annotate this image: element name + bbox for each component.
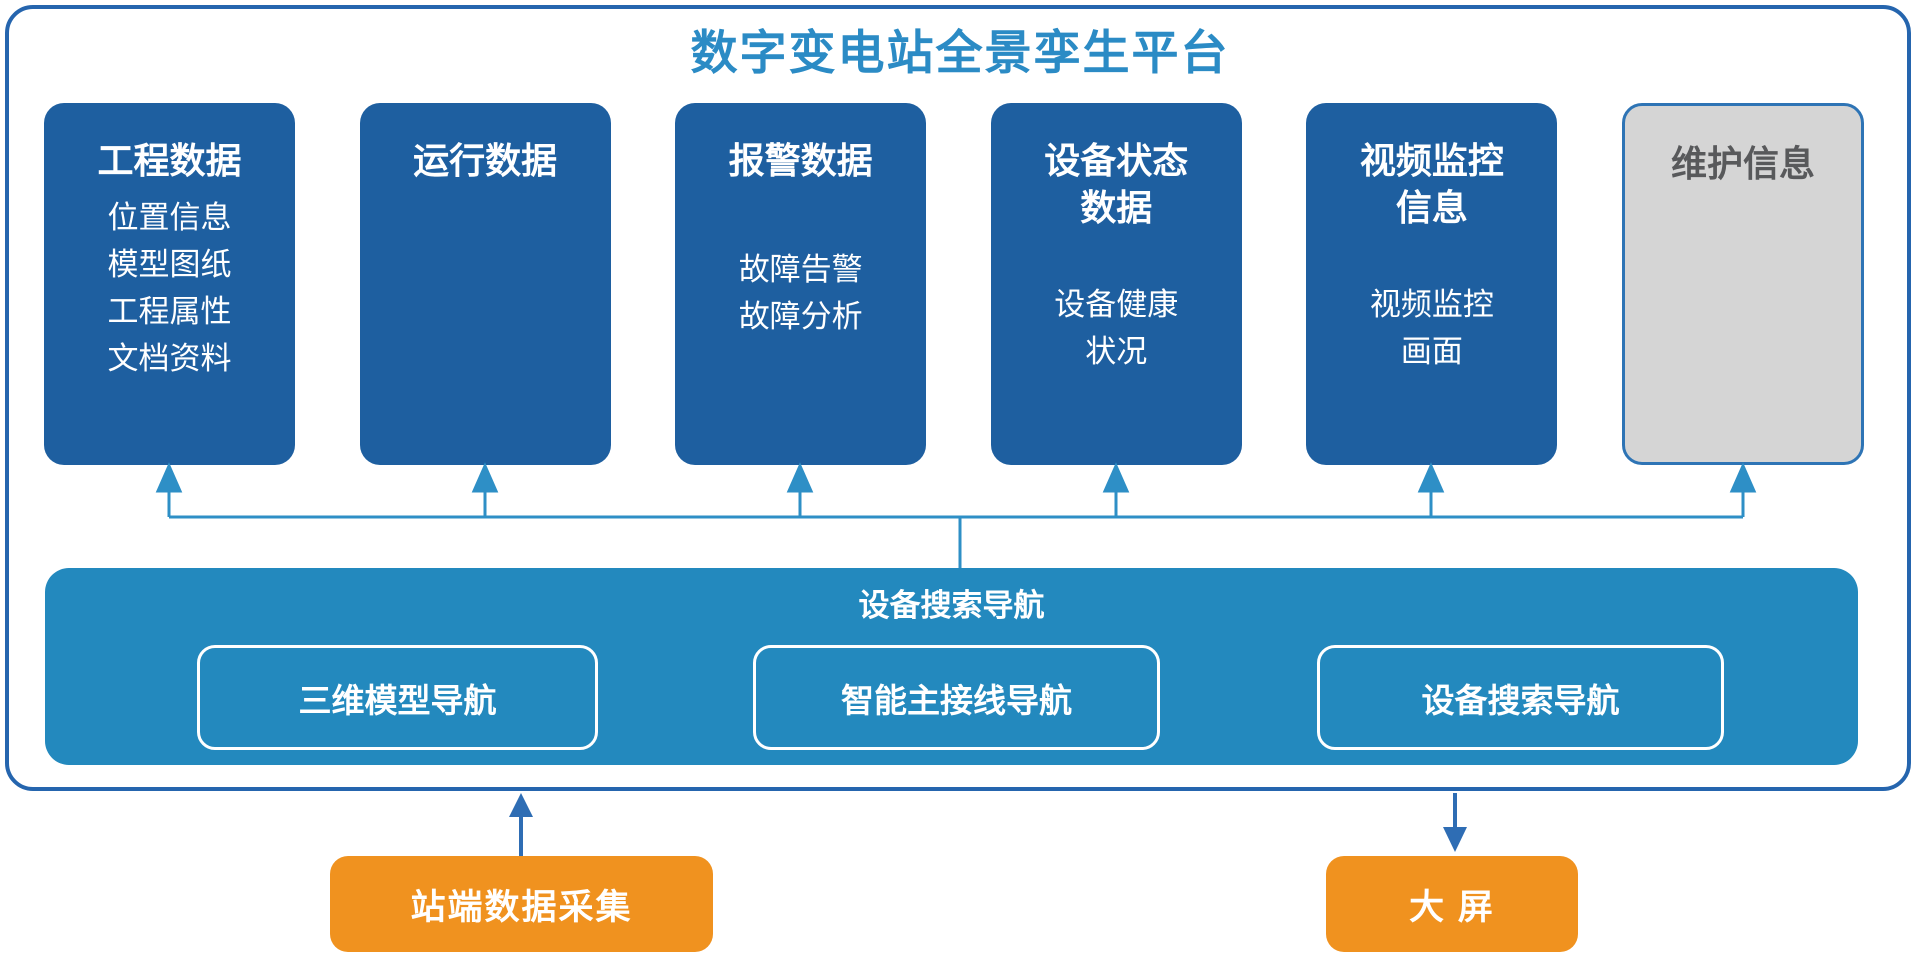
- upload-arrow-icon: [509, 793, 533, 856]
- card-title-line: 维护信息: [1670, 143, 1815, 184]
- download-arrow-icon: [1443, 793, 1467, 852]
- card-alarm-data: 报警数据 故障告警 故障分析: [675, 103, 927, 465]
- card-title: 工程数据: [97, 137, 241, 184]
- card-body: 位置信息 模型图纸 工程属性 文档资料: [108, 194, 232, 382]
- card-title-line: 数据: [1080, 187, 1153, 228]
- card-body: 故障告警 故障分析: [739, 246, 863, 340]
- card-operation-data: 运行数据: [359, 103, 611, 465]
- station-data-collection-box: 站端数据采集: [330, 856, 713, 952]
- card-body-line: 设备健康: [1054, 287, 1179, 322]
- nav-bar-title: 设备搜索导航: [858, 588, 1045, 623]
- card-body-line: 状况: [1085, 334, 1148, 369]
- nav-button-3d-model: 三维模型导航: [197, 645, 598, 750]
- card-body: 设备健康 状况: [1054, 281, 1178, 375]
- card-body-line: 位置信息: [107, 200, 232, 235]
- big-screen-box: 大 屏: [1326, 856, 1578, 952]
- card-body-line: 视频监控: [1369, 287, 1494, 322]
- card-body-line: 模型图纸: [107, 247, 232, 282]
- card-title-line: 报警数据: [728, 140, 873, 181]
- page-title: 数字变电站全景孪生平台: [690, 26, 1230, 79]
- card-video-monitoring-info: 视频监控 信息 视频监控 画面: [1306, 103, 1558, 465]
- card-title: 维护信息: [1671, 140, 1815, 187]
- data-cards-row: 工程数据 位置信息 模型图纸 工程属性 文档资料 运行数据 报警数据 故障告警 …: [44, 103, 1864, 465]
- card-title-line: 运行数据: [413, 140, 558, 181]
- card-body-line: 故障分析: [738, 299, 863, 334]
- card-title-line: 视频监控: [1359, 140, 1504, 181]
- card-body-line: 文档资料: [107, 341, 232, 376]
- nav-button-device-search: 设备搜索导航: [1317, 645, 1724, 750]
- card-title: 报警数据: [729, 137, 873, 184]
- card-title: 设备状态 数据: [1044, 137, 1188, 231]
- nav-button-main-wiring: 智能主接线导航: [753, 645, 1160, 750]
- card-title-line: 信息: [1395, 187, 1468, 228]
- card-engineering-data: 工程数据 位置信息 模型图纸 工程属性 文档资料: [44, 103, 295, 465]
- card-title: 运行数据: [413, 137, 557, 184]
- card-title: 视频监控 信息: [1360, 137, 1504, 231]
- card-title-line: 设备状态: [1044, 140, 1189, 181]
- device-search-nav-bar: 设备搜索导航 三维模型导航 智能主接线导航 设备搜索导航: [45, 568, 1858, 765]
- card-body: 视频监控 画面: [1370, 281, 1494, 375]
- card-body-line: 画面: [1400, 334, 1463, 369]
- card-title-line: 工程数据: [97, 140, 242, 181]
- card-body-line: 工程属性: [107, 294, 232, 329]
- card-device-status-data: 设备状态 数据 设备健康 状况: [990, 103, 1242, 465]
- card-body-line: 故障告警: [738, 252, 863, 287]
- card-maintenance-info: 维护信息: [1621, 103, 1864, 465]
